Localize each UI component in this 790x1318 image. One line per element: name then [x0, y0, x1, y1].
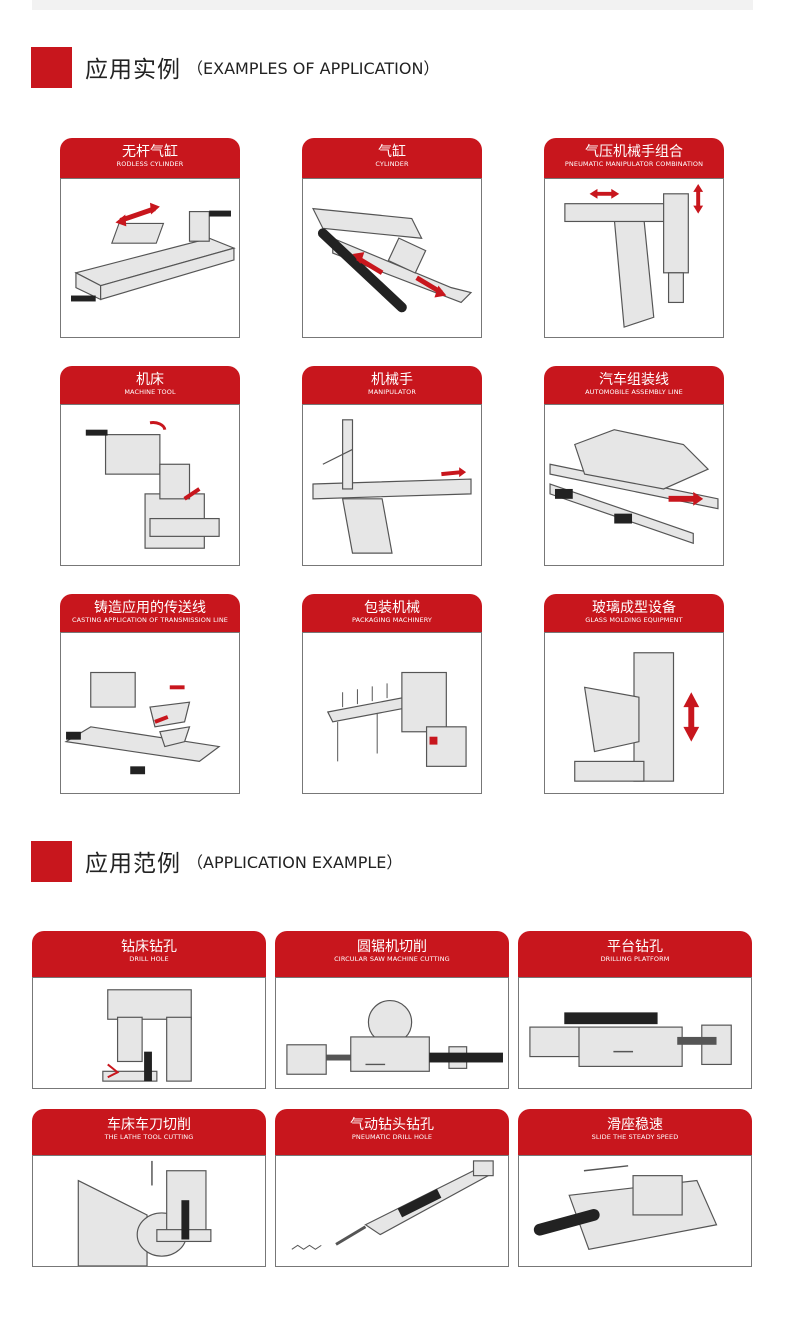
circular-saw-illustration: [275, 977, 509, 1089]
glass-molding-illustration: [544, 632, 724, 794]
card-title-cn: 包装机械: [364, 600, 420, 616]
card-tab: 滑座稳速 SLIDE THE STEADY SPEED: [518, 1109, 752, 1155]
section-title: 应用实例: [85, 57, 181, 83]
card-title-cn: 汽车组装线: [599, 372, 669, 388]
card-title-en: AUTOMOBILE ASSEMBLY LINE: [585, 388, 683, 396]
manipulator-illustration: [302, 404, 482, 566]
card-title-en: CYLINDER: [375, 160, 409, 168]
card-title-cn: 无杆气缸: [122, 144, 178, 160]
card-tab: 圆锯机切削 CIRCULAR SAW MACHINE CUTTING: [275, 931, 509, 977]
card-title-en: THE LATHE TOOL CUTTING: [104, 1133, 194, 1141]
card-title-cn: 玻璃成型设备: [592, 600, 676, 616]
example-card-machine-tool: 机床 MACHINE TOOL: [60, 366, 240, 566]
card-tab: 平台钻孔 DRILLING PLATFORM: [518, 931, 752, 977]
rodless-cylinder-illustration: [60, 178, 240, 338]
application-card-lathe-tool: 车床车刀切削 THE LATHE TOOL CUTTING: [32, 1109, 266, 1267]
pneumatic-drill-illustration: [275, 1155, 509, 1267]
automobile-assembly-illustration: [544, 404, 724, 566]
section-header-examples: 应用实例 （EXAMPLES OF APPLICATION）: [31, 46, 439, 88]
card-tab: 机械手 MANIPULATOR: [302, 366, 482, 404]
card-title-cn: 滑座稳速: [607, 1117, 663, 1133]
example-card-automobile-assembly: 汽车组装线 AUTOMOBILE ASSEMBLY LINE: [544, 366, 724, 566]
card-title-en: RODLESS CYLINDER: [116, 160, 184, 168]
card-title-en: CASTING APPLICATION OF TRANSMISSION LINE: [71, 616, 229, 624]
card-title-en: DRILLING PLATFORM: [600, 955, 670, 963]
drilling-platform-illustration: [518, 977, 752, 1089]
card-title-cn: 机床: [136, 372, 164, 388]
example-card-manipulator: 机械手 MANIPULATOR: [302, 366, 482, 566]
packaging-machinery-illustration: [302, 632, 482, 794]
card-title-en: GLASS MOLDING EQUIPMENT: [585, 616, 683, 624]
card-title-cn: 气压机械手组合: [585, 144, 683, 160]
card-title-en: SLIDE THE STEADY SPEED: [591, 1133, 679, 1141]
card-tab: 钻床钻孔 DRILL HOLE: [32, 931, 266, 977]
application-card-drilling-platform: 平台钻孔 DRILLING PLATFORM: [518, 931, 752, 1089]
card-title-cn: 铸造应用的传送线: [94, 600, 206, 616]
card-title-en: DRILL HOLE: [129, 955, 169, 963]
pneumatic-manipulator-illustration: [544, 178, 724, 338]
lathe-tool-illustration: [32, 1155, 266, 1267]
example-card-glass-molding: 玻璃成型设备 GLASS MOLDING EQUIPMENT: [544, 594, 724, 794]
section-marker: [31, 840, 72, 882]
section-marker: [31, 46, 72, 88]
card-title-cn: 气动钻头钻孔: [350, 1117, 434, 1133]
application-card-pneumatic-drill: 气动钻头钻孔 PNEUMATIC DRILL HOLE: [275, 1109, 509, 1267]
card-title-cn: 圆锯机切削: [357, 939, 427, 955]
card-title-cn: 车床车刀切削: [107, 1117, 191, 1133]
example-card-cylinder: 气缸 CYLINDER: [302, 138, 482, 338]
casting-line-illustration: [60, 632, 240, 794]
card-tab: 气压机械手组合 PNEUMATIC MANIPULATOR COMBINATIO…: [544, 138, 724, 178]
cylinder-illustration: [302, 178, 482, 338]
card-title-en: PNEUMATIC DRILL HOLE: [351, 1133, 433, 1141]
section-subtitle: （APPLICATION EXAMPLE）: [187, 853, 403, 872]
card-title-cn: 机械手: [371, 372, 413, 388]
card-title-cn: 钻床钻孔: [121, 939, 177, 955]
card-tab: 气动钻头钻孔 PNEUMATIC DRILL HOLE: [275, 1109, 509, 1155]
card-title-cn: 气缸: [378, 144, 406, 160]
card-tab: 铸造应用的传送线 CASTING APPLICATION OF TRANSMIS…: [60, 594, 240, 632]
card-title-en: PNEUMATIC MANIPULATOR COMBINATION: [564, 160, 704, 168]
card-tab: 车床车刀切削 THE LATHE TOOL CUTTING: [32, 1109, 266, 1155]
top-divider: [32, 0, 753, 10]
card-title-cn: 平台钻孔: [607, 939, 663, 955]
section-subtitle: （EXAMPLES OF APPLICATION）: [187, 59, 440, 78]
application-card-drill-hole: 钻床钻孔 DRILL HOLE: [32, 931, 266, 1089]
card-title-en: PACKAGING MACHINERY: [352, 616, 432, 624]
application-card-slide-steady: 滑座稳速 SLIDE THE STEADY SPEED: [518, 1109, 752, 1267]
card-tab: 汽车组装线 AUTOMOBILE ASSEMBLY LINE: [544, 366, 724, 404]
card-tab: 气缸 CYLINDER: [302, 138, 482, 178]
card-title-en: MANIPULATOR: [368, 388, 416, 396]
card-title-en: CIRCULAR SAW MACHINE CUTTING: [334, 955, 450, 963]
example-card-packaging-machinery: 包装机械 PACKAGING MACHINERY: [302, 594, 482, 794]
slide-steady-illustration: [518, 1155, 752, 1267]
card-tab: 无杆气缸 RODLESS CYLINDER: [60, 138, 240, 178]
section-title: 应用范例: [85, 851, 181, 877]
example-card-casting-line: 铸造应用的传送线 CASTING APPLICATION OF TRANSMIS…: [60, 594, 240, 794]
card-title-en: MACHINE TOOL: [124, 388, 176, 396]
example-card-rodless-cylinder: 无杆气缸 RODLESS CYLINDER: [60, 138, 240, 338]
example-card-pneumatic-manipulator: 气压机械手组合 PNEUMATIC MANIPULATOR COMBINATIO…: [544, 138, 724, 338]
card-tab: 玻璃成型设备 GLASS MOLDING EQUIPMENT: [544, 594, 724, 632]
drill-press-illustration: [32, 977, 266, 1089]
section-header-application: 应用范例 （APPLICATION EXAMPLE）: [31, 840, 402, 882]
card-tab: 机床 MACHINE TOOL: [60, 366, 240, 404]
application-card-circular-saw: 圆锯机切削 CIRCULAR SAW MACHINE CUTTING: [275, 931, 509, 1089]
card-tab: 包装机械 PACKAGING MACHINERY: [302, 594, 482, 632]
machine-tool-illustration: [60, 404, 240, 566]
